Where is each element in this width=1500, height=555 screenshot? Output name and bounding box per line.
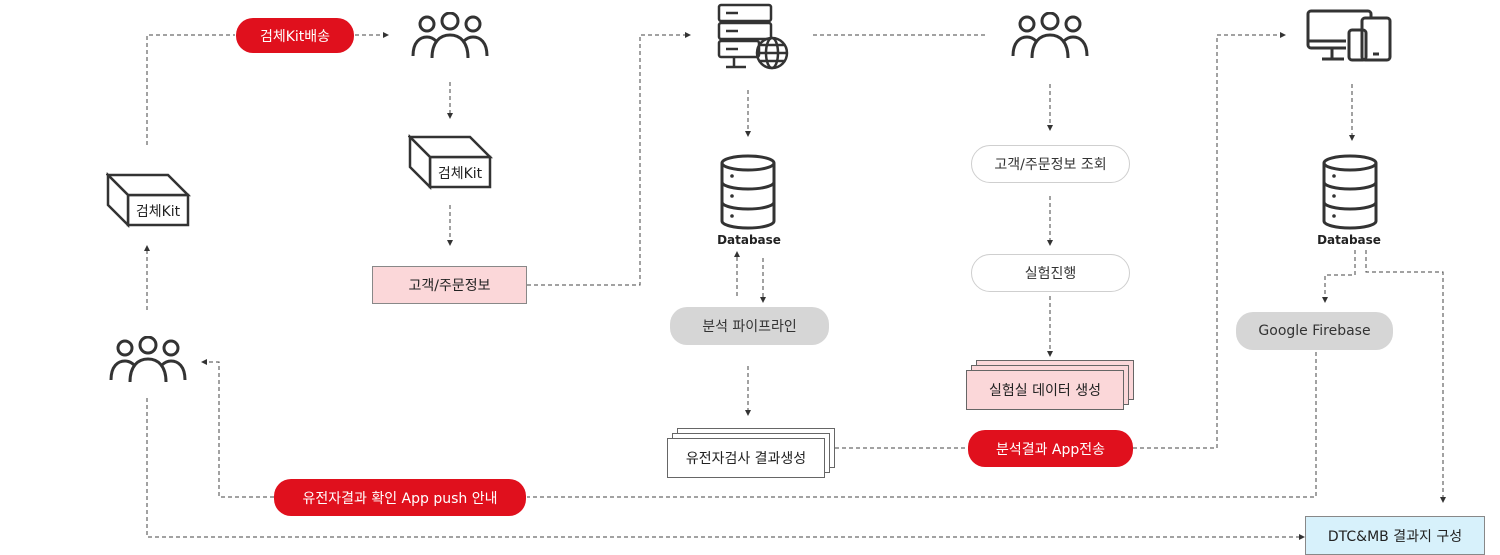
analysis-pipeline-pill: 분석 파이프라인 [670, 307, 829, 345]
dtc-report-box: DTC&MB 결과지 구성 [1305, 516, 1485, 555]
database-cylinder-icon [1322, 154, 1378, 230]
kit-box-label: 검체Kit [136, 204, 181, 220]
database-label: Database [717, 233, 781, 247]
people-group-icon [411, 12, 489, 59]
lab-data-label: 실험실 데이터 생성 [966, 370, 1124, 410]
database-label: Database [1317, 233, 1381, 247]
google-firebase-pill: Google Firebase [1236, 312, 1393, 350]
server-globe-icon [717, 3, 789, 70]
customer-order-lookup-pill: 고객/주문정보 조회 [971, 145, 1130, 183]
analysis-result-app-pill: 분석결과 App전송 [968, 430, 1133, 467]
people-group-icon [1011, 12, 1089, 59]
app-push-pill: 유전자결과 확인 App push 안내 [274, 479, 526, 516]
database-cylinder-icon [720, 154, 776, 230]
lab-data-stack: 실험실 데이터 생성 [966, 360, 1134, 410]
desktop-mobile-devices-icon [1306, 9, 1392, 62]
people-group-icon [109, 336, 187, 383]
kit-shipping-pill: 검체Kit배송 [236, 18, 354, 53]
lab-progress-pill: 실험진행 [971, 254, 1130, 292]
genetic-result-label: 유전자검사 결과생성 [667, 438, 825, 478]
genetic-result-stack: 유전자검사 결과생성 [667, 428, 835, 478]
kit-box-label: 검체Kit [438, 166, 483, 182]
customer-order-info-box: 고객/주문정보 [372, 266, 527, 304]
kit-box-icon: 검체Kit [408, 133, 494, 190]
kit-box-icon: 검체Kit [106, 171, 192, 228]
